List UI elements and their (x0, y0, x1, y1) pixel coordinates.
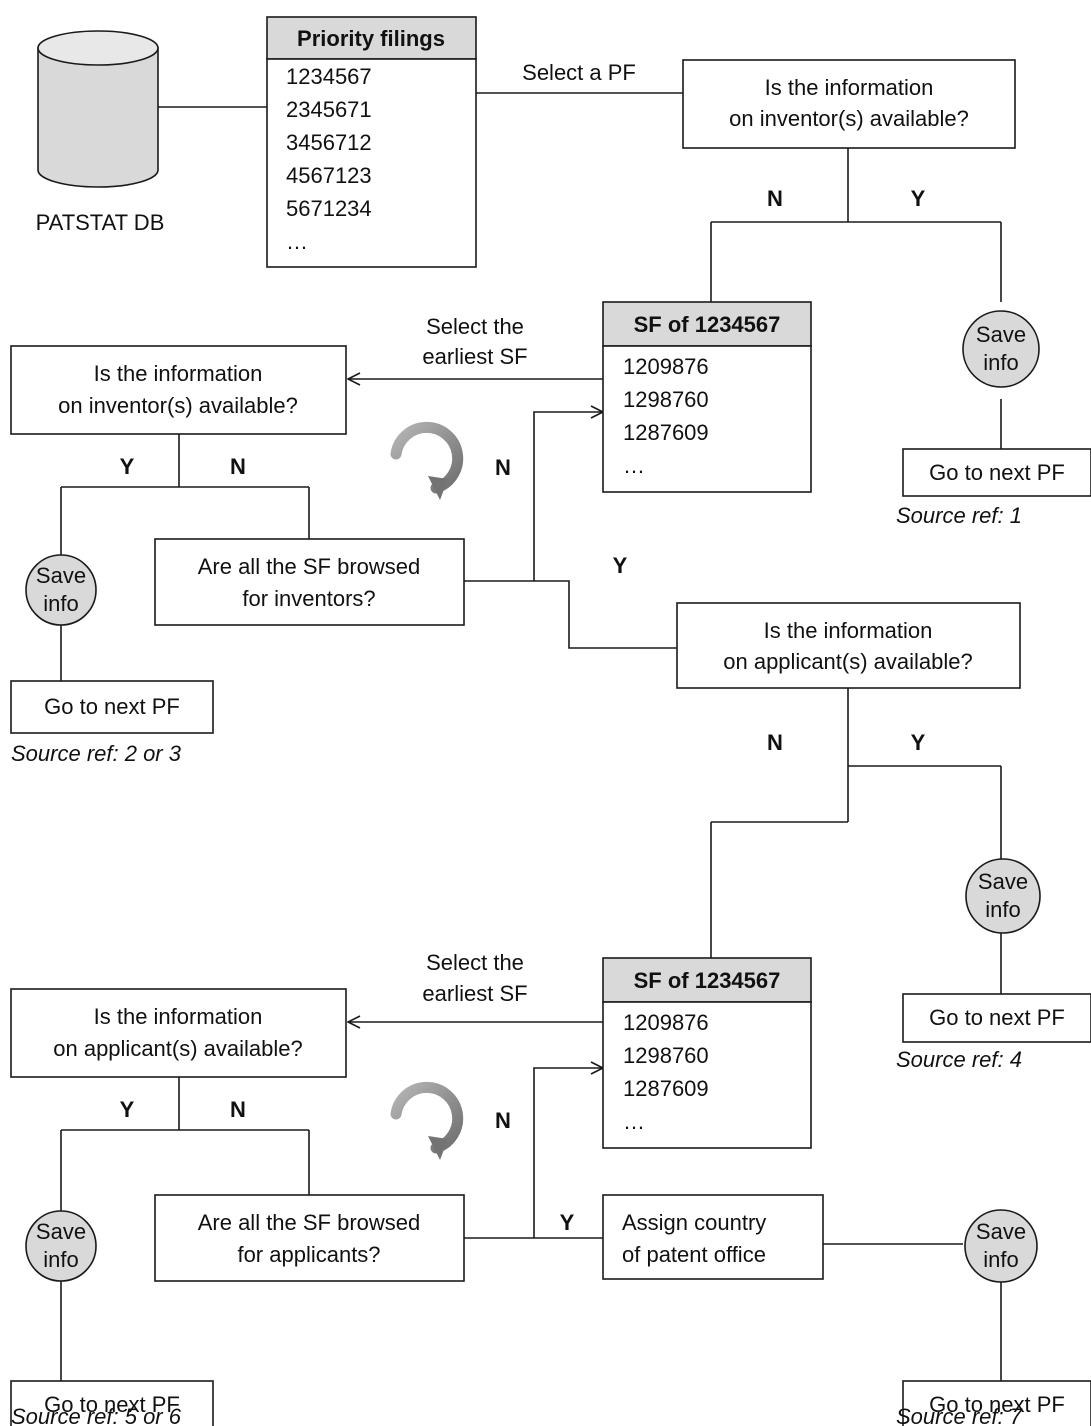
question-line: Is the information (94, 1004, 263, 1029)
priority-filings-table: Priority filings 1234567 2345671 3456712… (266, 16, 477, 268)
no-label: N (495, 1108, 511, 1133)
sf-table-header: SF of 1234567 (634, 312, 781, 337)
yes-label: Y (560, 1210, 575, 1235)
priority-filing-item: 4567123 (286, 163, 372, 188)
priority-filing-item: … (286, 229, 308, 254)
question-line: on inventor(s) available? (729, 106, 969, 131)
priority-filing-item: 5671234 (286, 196, 372, 221)
question-applicant-sf: Is the information on applicant(s) avail… (10, 988, 347, 1078)
no-label: N (767, 186, 783, 211)
save-info-label: info (43, 591, 78, 616)
database-label: PATSTAT DB (36, 210, 165, 235)
save-info-label: Save (976, 322, 1026, 347)
loop-arrow-icon (390, 421, 464, 500)
save-info-label: info (43, 1247, 78, 1272)
priority-filing-item: 3456712 (286, 130, 372, 155)
question-inventor-pf: Is the information on inventor(s) availa… (682, 59, 1016, 149)
priority-filing-item: 2345671 (286, 97, 372, 122)
question-line: Is the information (94, 361, 263, 386)
priority-filings-header: Priority filings (297, 26, 445, 51)
decision-line: Are all the SF browsed (198, 1210, 421, 1235)
source-ref: Source ref: 7 (896, 1404, 1023, 1426)
sf-item: 1298760 (623, 387, 709, 412)
sf-item: 1298760 (623, 1043, 709, 1068)
sf-applicant-table: SF of 1234567 1209876 1298760 1287609 … (602, 957, 812, 1149)
save-info-label: Save (976, 1219, 1026, 1244)
select-earliest-line: earliest SF (422, 344, 527, 369)
no-label: N (230, 1097, 246, 1122)
all-sf-browsed-applicants: Are all the SF browsed for applicants? (154, 1194, 465, 1282)
source-ref: Source ref: 2 or 3 (11, 741, 182, 766)
patstat-database: PATSTAT DB (36, 30, 165, 235)
select-pf-label: Select a PF (522, 60, 636, 85)
yes-label: Y (911, 186, 926, 211)
assign-country-line: of patent office (622, 1242, 766, 1267)
yes-label: Y (120, 454, 135, 479)
decision-line: for inventors? (242, 586, 375, 611)
save-info-label: info (983, 1247, 1018, 1272)
go-next-pf-box: Go to next PF (10, 680, 214, 734)
save-info-label: info (983, 350, 1018, 375)
question-line: Is the information (765, 75, 934, 100)
source-ref: Source ref: 5 or 6 (11, 1404, 182, 1426)
question-applicant-pf: Is the information on applicant(s) avail… (676, 602, 1021, 689)
source-ref: Source ref: 4 (896, 1047, 1022, 1072)
select-earliest-label: Select the earliest SF (422, 950, 527, 1006)
sf-item: 1209876 (623, 354, 709, 379)
connectors (60, 92, 1002, 1381)
save-info-label: Save (36, 563, 86, 588)
save-info-node: Save info (964, 1209, 1038, 1283)
save-info-label: Save (978, 869, 1028, 894)
save-info-node: Save info (962, 310, 1040, 388)
select-earliest-line: Select the (426, 950, 524, 975)
sf-item: 1287609 (623, 420, 709, 445)
go-next-pf-label: Go to next PF (929, 460, 1065, 485)
select-earliest-line: earliest SF (422, 981, 527, 1006)
assign-country-line: Assign country (622, 1210, 766, 1235)
go-next-pf-box: Go to next PF (902, 1380, 1091, 1426)
go-next-pf-label: Go to next PF (929, 1005, 1065, 1030)
sf-inventor-table: SF of 1234567 1209876 1298760 1287609 … (602, 301, 812, 493)
question-line: on applicant(s) available? (723, 649, 973, 674)
go-next-pf-label: Go to next PF (929, 1392, 1065, 1417)
go-next-pf-label: Go to next PF (44, 694, 180, 719)
decision-line: for applicants? (237, 1242, 380, 1267)
go-next-pf-box: Go to next PF (10, 1380, 214, 1426)
save-info-label: info (985, 897, 1020, 922)
save-info-node: Save info (25, 554, 97, 626)
question-inventor-sf: Is the information on inventor(s) availa… (10, 345, 347, 435)
yes-label: Y (911, 730, 926, 755)
sf-item: … (623, 1109, 645, 1134)
sf-item: 1287609 (623, 1076, 709, 1101)
save-info-label: Save (36, 1219, 86, 1244)
go-next-pf-box: Go to next PF (902, 993, 1091, 1043)
yes-label: Y (120, 1097, 135, 1122)
source-ref: Source ref: 1 (896, 503, 1022, 528)
question-line: Is the information (764, 618, 933, 643)
question-line: on applicant(s) available? (53, 1036, 303, 1061)
assign-country-box: Assign country of patent office (602, 1194, 824, 1280)
no-label: N (767, 730, 783, 755)
save-info-node: Save info (965, 858, 1041, 934)
go-next-pf-label: Go to next PF (44, 1392, 180, 1417)
sf-table-header: SF of 1234567 (634, 968, 781, 993)
decision-line: Are all the SF browsed (198, 554, 421, 579)
no-label: N (495, 455, 511, 480)
go-next-pf-box: Go to next PF (902, 448, 1091, 497)
select-earliest-line: Select the (426, 314, 524, 339)
question-line: on inventor(s) available? (58, 393, 298, 418)
sf-item: 1209876 (623, 1010, 709, 1035)
all-sf-browsed-inventors: Are all the SF browsed for inventors? (154, 538, 465, 626)
loop-arrow-icon (390, 1081, 464, 1160)
save-info-node: Save info (25, 1210, 97, 1282)
select-earliest-label: Select the earliest SF (422, 314, 527, 369)
priority-filing-item: 1234567 (286, 64, 372, 89)
yes-label: Y (613, 553, 628, 578)
no-label: N (230, 454, 246, 479)
sf-item: … (623, 453, 645, 478)
